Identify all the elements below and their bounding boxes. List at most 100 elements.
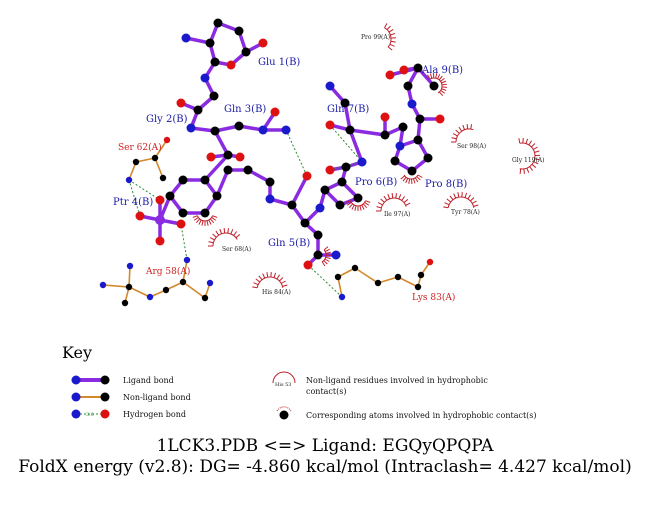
atom-oxygen — [380, 112, 390, 122]
atom-carbon — [320, 185, 330, 195]
eyelash-arc — [447, 196, 475, 208]
atom-carbon — [132, 158, 140, 166]
hydrophobic-atom-arc-ptr4 — [192, 215, 218, 226]
eyelash-tick — [208, 241, 214, 244]
hydrophobic-atom-arc-ala9 — [427, 72, 447, 96]
eyelash-tick — [455, 129, 460, 134]
atom-oxygen — [270, 107, 280, 117]
non-ligand-bond — [337, 276, 343, 298]
eyelash-tick — [414, 177, 419, 183]
atom-oxygen — [176, 98, 186, 108]
label-gly119: Gly 119(A) — [512, 157, 544, 164]
eyelash-tick — [219, 228, 223, 234]
eyelash-tick — [348, 203, 354, 208]
eyelash-tick — [533, 146, 538, 150]
eyelash-tick — [235, 234, 241, 239]
atom-layer — [99, 18, 445, 307]
key-hydrophobic-arc — [272, 371, 296, 384]
label-gly2: Gly 2(B) — [146, 114, 188, 125]
atom-nitrogen — [338, 293, 346, 301]
eyelash-tick — [518, 138, 521, 144]
atom-carbon — [351, 264, 359, 272]
eyelash-tick — [346, 202, 352, 206]
key-hydrogen-bond-distance: 3.0 — [86, 412, 94, 418]
eyelash-tick — [361, 204, 365, 210]
ligand-bond — [343, 102, 352, 131]
eyelash-arc — [384, 27, 392, 48]
atom-carbon — [417, 271, 425, 279]
hbond-residue-labels: Ser 62(A) Arg 58(A) Lys 83(A) — [118, 142, 455, 303]
eyelash-tick — [325, 251, 331, 254]
eyelash-tick — [208, 219, 212, 225]
atom-oxygen — [303, 260, 313, 270]
atom-carbon — [407, 166, 417, 176]
hydrophobic-arc-pro99 — [384, 23, 396, 51]
key-hydrogen-bond-n-atom — [71, 409, 81, 419]
atom-carbon — [234, 121, 244, 131]
label-gln3: Gln 3(B) — [224, 104, 266, 115]
atom-oxygen — [258, 38, 268, 48]
atom-carbon — [429, 81, 439, 91]
eyelash-tick — [323, 260, 328, 265]
atom-oxygen — [155, 236, 165, 246]
hydrogen-bond — [180, 223, 188, 261]
hydrophobic-arc-his84 — [252, 272, 288, 289]
atom-nitrogen — [281, 125, 291, 135]
atom-carbon — [394, 273, 402, 281]
eyelash-tick — [470, 124, 473, 130]
atom-carbon — [265, 177, 275, 187]
eyelash-tick — [523, 168, 526, 174]
atom-carbon — [213, 18, 223, 28]
key-hydrophobic-residue: His 53 Non-ligand residues involved in h… — [272, 371, 488, 396]
key-hydrophobic-sample: His 53 — [275, 382, 291, 388]
atom-carbon — [335, 200, 345, 210]
eyelash-tick — [255, 278, 261, 283]
eyelash-arc — [403, 174, 419, 180]
label-ser98: Ser 98(A) — [457, 143, 486, 150]
eyelash-tick — [412, 178, 416, 184]
eyelash-arc — [197, 215, 213, 222]
hydrophobic-arc-ile97 — [376, 193, 411, 212]
atom-carbon — [193, 105, 203, 115]
non-ligand-bond — [135, 157, 156, 163]
label-ala9: Ala 9(B) — [421, 65, 463, 76]
label-pro8: Pro 8(B) — [425, 179, 467, 190]
eyelash-tick — [223, 228, 226, 234]
atom-nitrogen — [183, 256, 191, 264]
eyelash-tick — [519, 168, 522, 174]
eyelash-tick — [443, 206, 449, 209]
ligand-labels: Glu 1(B) Gly 2(B) Gln 3(B) Ptr 4(B) Gln … — [113, 57, 467, 249]
eyelash-tick — [266, 272, 269, 278]
label-gln5: Gln 5(B) — [268, 238, 310, 249]
eyelash-arc — [429, 77, 443, 94]
eyelash-tick — [453, 193, 457, 199]
atom-carbon — [390, 156, 400, 166]
atom-nitrogen — [200, 73, 210, 83]
atom-carbon — [212, 191, 222, 201]
eyelash-tick — [441, 80, 447, 84]
eyelash-tick — [438, 75, 443, 81]
eyelash-tick — [387, 46, 393, 51]
atom-carbon — [151, 154, 159, 162]
key-title: Key — [62, 343, 92, 362]
non-ligand-bond — [128, 161, 137, 181]
key-ligand-bond: Ligand bond — [71, 375, 174, 385]
eyelash-tick — [365, 200, 371, 203]
atom-nitrogen — [315, 203, 325, 213]
key-non-ligand-bond: Non-ligand bond — [71, 392, 191, 402]
eyelash-tick — [201, 220, 204, 226]
eyelash-tick — [281, 280, 286, 284]
eyelash-tick — [457, 192, 460, 198]
non-ligand-bond — [128, 286, 151, 298]
eyelash-tick — [253, 282, 259, 286]
hydrophobic-arc-tyr78 — [443, 192, 479, 209]
key-ligand-bond-label: Ligand bond — [123, 376, 174, 385]
eyelash-tick — [212, 233, 217, 238]
eyelash-tick — [395, 193, 398, 199]
atom-carbon — [125, 283, 133, 291]
label-arg58: Arg 58(A) — [145, 266, 190, 277]
ligand-bond — [213, 130, 230, 156]
eyelash-tick — [262, 273, 266, 279]
eyelash-tick — [192, 215, 198, 218]
eyelash-tick — [449, 195, 454, 201]
